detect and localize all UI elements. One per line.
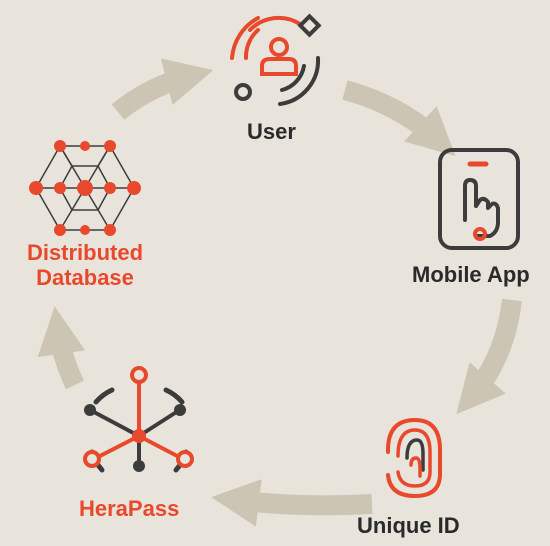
fingerprint-icon	[386, 417, 442, 499]
label-unique-id: Unique ID	[357, 513, 460, 538]
label-user: User	[247, 119, 296, 144]
label-herapass: HeraPass	[79, 496, 180, 521]
cycle-arrows	[37, 58, 522, 527]
phone-tap-icon	[438, 148, 520, 250]
arrow-unique-to-herapass	[211, 479, 373, 527]
arrow-user-to-mobile	[342, 80, 456, 157]
network-hub-icon	[83, 366, 194, 473]
arrow-herapass-to-database	[37, 306, 86, 390]
label-mobile-app: Mobile App	[412, 262, 530, 287]
arrow-database-to-user	[111, 58, 214, 120]
hexagon-network-icon	[29, 140, 141, 236]
user-orbit-icon	[230, 13, 322, 106]
arrow-mobile-to-unique	[456, 298, 522, 415]
